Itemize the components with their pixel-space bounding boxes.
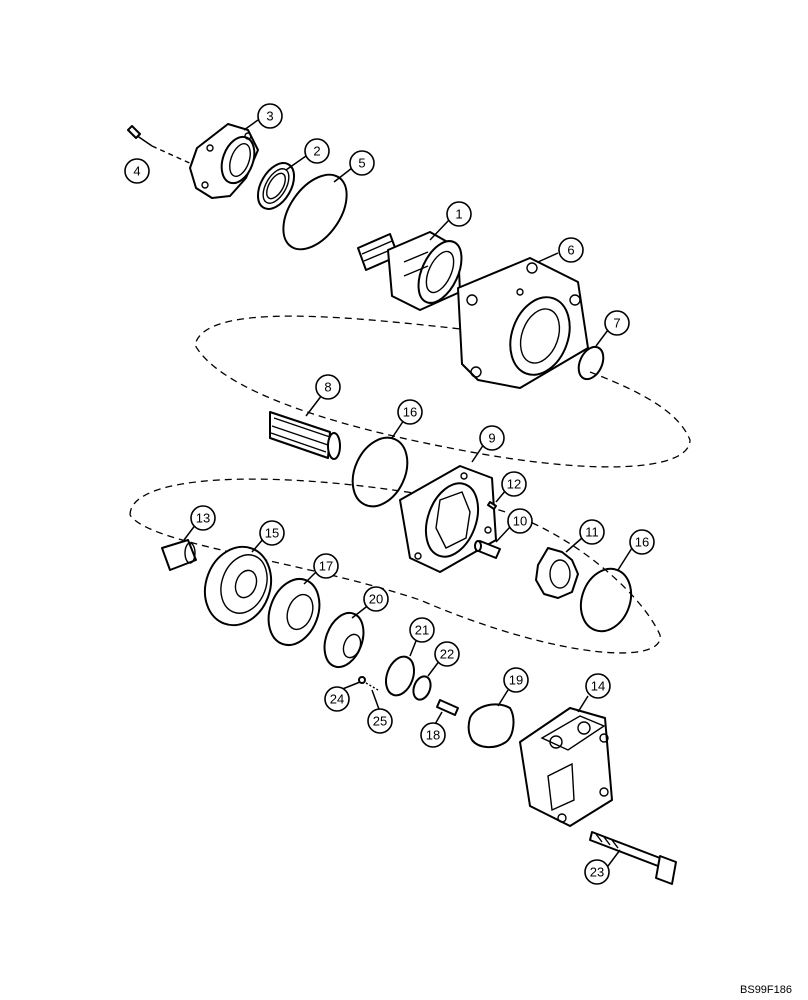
- svg-text:21: 21: [415, 623, 429, 638]
- svg-text:5: 5: [358, 156, 365, 171]
- callout-15: 15: [259, 520, 285, 546]
- gear-part-11: [535, 547, 579, 599]
- svg-text:3: 3: [266, 109, 273, 124]
- svg-text:20: 20: [369, 592, 383, 607]
- callout-16-upper: 16: [397, 399, 423, 425]
- pin-part-12: [487, 501, 497, 510]
- svg-text:16: 16: [403, 405, 417, 420]
- callout-1: 1: [446, 201, 472, 227]
- callout-14: 14: [585, 673, 611, 699]
- svg-text:24: 24: [330, 692, 344, 707]
- callout-24: 24: [324, 686, 350, 712]
- o-ring-part-22: [412, 675, 432, 701]
- dashed-assembly-line-upper: [194, 315, 691, 468]
- callout-6: 6: [558, 237, 584, 263]
- svg-text:17: 17: [319, 559, 333, 574]
- coupling-part-13: [161, 539, 197, 571]
- seal-part-2: [256, 162, 296, 210]
- svg-text:8: 8: [324, 380, 331, 395]
- svg-text:11: 11: [585, 525, 599, 540]
- svg-text:10: 10: [513, 514, 527, 529]
- callout-11: 11: [579, 519, 605, 545]
- callout-9: 9: [479, 425, 505, 451]
- spool-part-20: [323, 611, 365, 669]
- dowel-part-10: [474, 540, 501, 559]
- callout-8: 8: [315, 374, 341, 400]
- pin-part-18: [436, 699, 459, 716]
- callout-20: 20: [363, 586, 389, 612]
- callout-13: 13: [190, 505, 216, 531]
- gasket-part-19: [467, 703, 515, 748]
- svg-text:2: 2: [313, 144, 320, 159]
- svg-text:7: 7: [613, 316, 620, 331]
- o-ring-part-16-lower: [579, 567, 633, 633]
- callout-23: 23: [584, 859, 610, 885]
- svg-text:12: 12: [507, 477, 521, 492]
- callout-21: 21: [409, 617, 435, 643]
- callout-22: 22: [434, 641, 460, 667]
- callout-18: 18: [420, 722, 446, 748]
- svg-text:9: 9: [488, 431, 495, 446]
- flange-cap-part-3: [189, 123, 259, 199]
- svg-text:25: 25: [373, 714, 387, 729]
- svg-text:13: 13: [196, 511, 210, 526]
- callout-5: 5: [349, 150, 375, 176]
- callout-3: 3: [257, 103, 283, 129]
- svg-text:22: 22: [440, 647, 454, 662]
- o-ring-part-16-upper: [351, 436, 409, 508]
- svg-text:23: 23: [590, 865, 604, 880]
- svg-text:14: 14: [591, 679, 605, 694]
- callout-16-lower: 16: [629, 529, 655, 555]
- callout-10: 10: [507, 508, 533, 534]
- callout-19: 19: [503, 667, 529, 693]
- housing-part-6: [457, 257, 589, 389]
- figure-code: BS99F186: [740, 984, 792, 996]
- svg-text:15: 15: [265, 526, 279, 541]
- dashed-assembly-line-lower: [129, 478, 661, 654]
- svg-text:19: 19: [509, 673, 523, 688]
- o-ring-part-7: [577, 345, 605, 381]
- svg-text:1: 1: [455, 207, 462, 222]
- callout-4: 4: [124, 158, 150, 184]
- callout-17: 17: [313, 553, 339, 579]
- end-cover-part-14: [519, 707, 613, 827]
- callout-7: 7: [604, 310, 630, 336]
- valve-plate-part-17: [267, 578, 321, 646]
- svg-text:18: 18: [426, 728, 440, 743]
- bolt-part-23: [589, 831, 677, 885]
- callout-2: 2: [304, 138, 330, 164]
- callout-12: 12: [501, 471, 527, 497]
- callout-25: 25: [367, 708, 393, 734]
- svg-text:4: 4: [133, 164, 140, 179]
- check-ball-part-24-25: [358, 676, 379, 691]
- svg-text:6: 6: [567, 243, 574, 258]
- o-ring-part-21: [384, 655, 416, 697]
- svg-text:16: 16: [635, 535, 649, 550]
- plate-part-9: [399, 465, 497, 573]
- disk-part-15: [203, 545, 273, 627]
- splined-shaft-part-8: [269, 411, 341, 460]
- shaft-assembly-part-1: [357, 231, 463, 311]
